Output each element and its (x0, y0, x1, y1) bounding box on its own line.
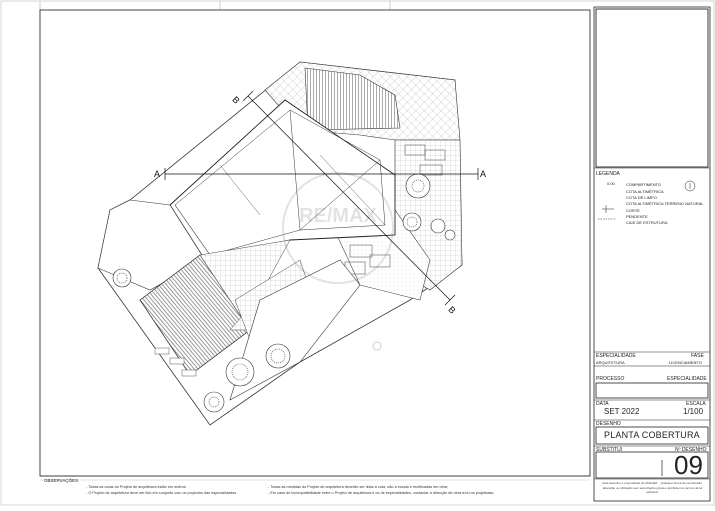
substitui-label: SUBSTITUI (596, 447, 623, 453)
legend-item: COTA DE LIMPO (626, 195, 657, 200)
title-block (593, 6, 711, 502)
section-line-b (242, 90, 456, 306)
especialidade-label: ESPECIALIDADE (596, 353, 636, 359)
section-a-left-label: A (154, 169, 161, 179)
observacao-line: - O Projeto de arquitetura deve ser lido… (86, 491, 237, 495)
data-label: DATA (596, 401, 609, 407)
watermark-logo: RE/MAX (282, 172, 394, 284)
drawing-number: 09 (674, 450, 703, 480)
escala-label: ESCALA (686, 401, 706, 407)
processo-label: PROCESSO (596, 376, 625, 382)
desenho-label: DESENHO (596, 421, 621, 427)
svg-text:RE/MAX: RE/MAX (299, 205, 377, 227)
especialidade2-label: ESPECIALIDADE (667, 376, 707, 382)
section-a-right-label: A (480, 169, 487, 179)
copyright-note: Este desenho é propriedade do ATELIER...… (602, 481, 703, 495)
observacao-line: - Todas as cotas do Projeto de arquitetu… (86, 485, 186, 489)
legend-item: COTA ALTIMÉTRICA (626, 189, 664, 194)
escala-value: 1/100 (683, 407, 704, 416)
ndesenho-label: Nº DESENHO (675, 447, 707, 453)
especialidade-value: ARQUITETURA (596, 360, 625, 365)
legend-item: CAIS DE ESTRUTURA (626, 220, 668, 225)
legend-level-value: 0.00 (607, 181, 615, 186)
data-value: SET 2022 (604, 407, 640, 416)
legend-item: COTA ALTIMÉTRICA TERRENO NATURAL (626, 201, 704, 206)
roof-plan: RE/MAX (97, 61, 479, 426)
desenho-value: PLANTA COBERTURA (604, 430, 700, 440)
observacao-line: - Em caso de incompatibilidade entre o P… (268, 491, 495, 495)
observacoes-title: OBSERVAÇÕES (44, 478, 79, 483)
observacao-line: - Todas as medidas do Projeto de arquite… (268, 485, 449, 489)
section-line-a (164, 168, 479, 180)
fase-value: LICENCIAMENTO (669, 360, 702, 365)
legend-item: PENDENTE (626, 214, 648, 219)
legend-item: CORTE (626, 208, 640, 213)
stepping-stones (154, 347, 197, 377)
legend-item: COMPARTIMENTO (626, 182, 662, 187)
fase-label: FASE (691, 353, 704, 359)
legend-title: LEGENDA (596, 171, 620, 177)
